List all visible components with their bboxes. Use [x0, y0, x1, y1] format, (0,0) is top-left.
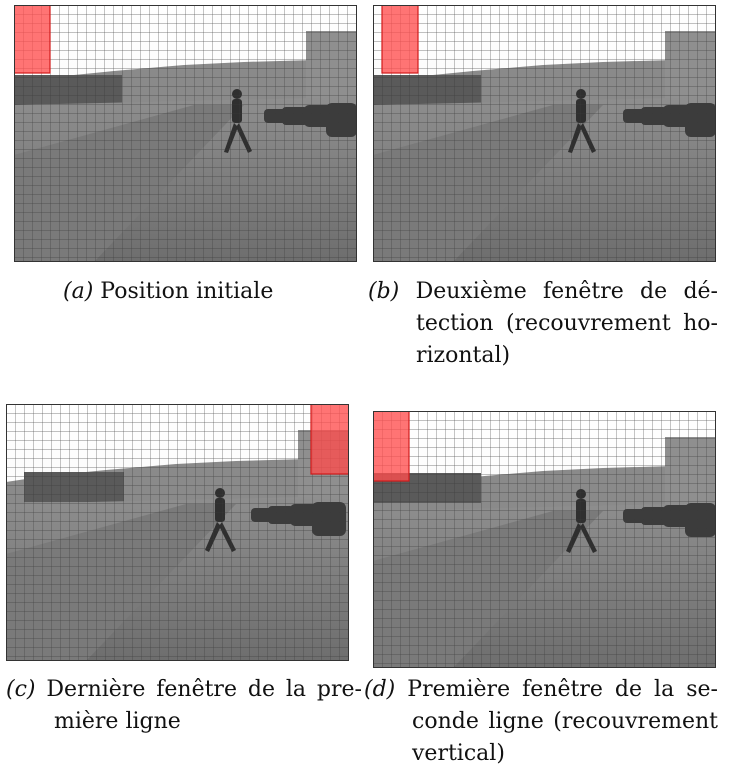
caption-b-line-1: (b) Deuxième fenêtre de dé-: [368, 276, 718, 308]
caption-d-line-1: (d) Première fenêtre de la se-: [364, 674, 718, 706]
caption-b-text-1: Deuxième fenêtre de dé-: [415, 279, 718, 304]
caption-c-line-2: mière ligne: [54, 709, 181, 734]
caption-a-text: Position initiale: [100, 279, 274, 304]
caption-c-tag: (c): [6, 677, 36, 702]
caption-b-line-3: rizontal): [416, 343, 511, 368]
panel-a-image: [14, 5, 357, 262]
panel-c-svg: [6, 404, 349, 661]
caption-d-tag: (d): [364, 677, 396, 702]
panel-a-svg: [14, 5, 357, 262]
grid-overlay: [373, 411, 716, 668]
grid-overlay: [6, 404, 349, 661]
detection-window: [381, 5, 419, 74]
grid-overlay: [14, 5, 357, 262]
caption-d-line-2: conde ligne (recouvrement: [412, 709, 718, 734]
caption-c: (c) Dernière fenêtre de la pre- mière li…: [6, 674, 362, 738]
panel-d-image: [373, 411, 716, 668]
grid-overlay: [373, 5, 716, 262]
detection-window: [310, 404, 349, 475]
detection-window: [373, 411, 410, 482]
caption-d-line-3: vertical): [412, 741, 505, 766]
caption-d-text-1: Première fenêtre de la se-: [407, 677, 718, 702]
panel-c-image: [6, 404, 349, 661]
caption-d: (d) Première fenêtre de la se- conde lig…: [364, 674, 718, 770]
panel-b-image: [373, 5, 716, 262]
panel-d-svg: [373, 411, 716, 668]
caption-a: (a) Position initiale: [63, 276, 343, 308]
caption-a-tag: (a): [63, 279, 94, 304]
detection-window: [14, 5, 51, 74]
caption-b: (b) Deuxième fenêtre de dé- tection (rec…: [368, 276, 718, 372]
caption-c-line-1: (c) Dernière fenêtre de la pre-: [6, 674, 362, 706]
caption-b-line-2: tection (recouvrement ho-: [416, 311, 718, 336]
panel-b-svg: [373, 5, 716, 262]
caption-b-tag: (b): [368, 279, 400, 304]
caption-c-text-1: Dernière fenêtre de la pre-: [46, 677, 362, 702]
